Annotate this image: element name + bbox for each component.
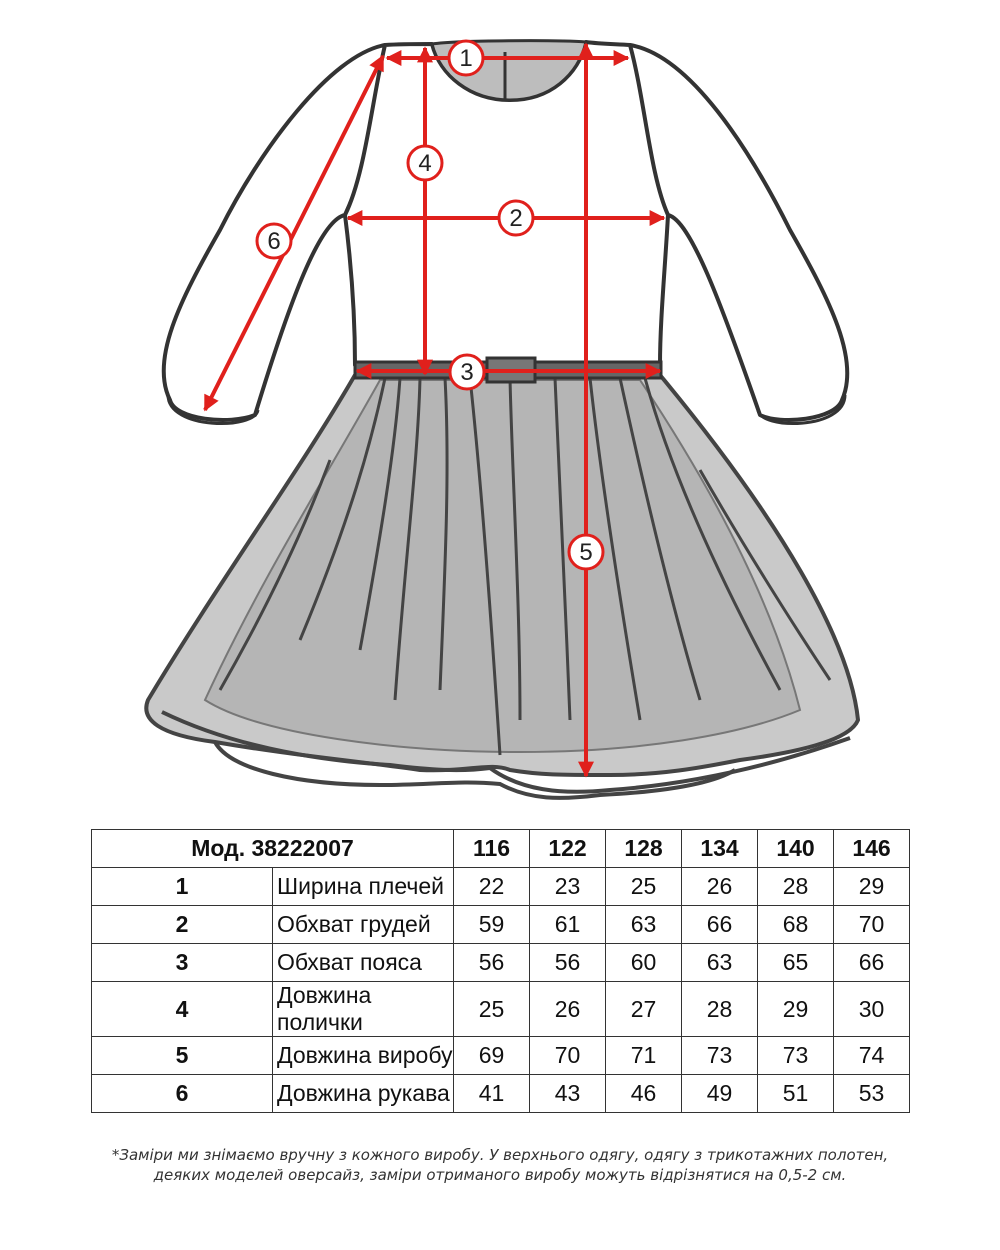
table-cell: 56 xyxy=(453,943,530,982)
row-number: 2 xyxy=(91,905,273,944)
table-cell: 51 xyxy=(757,1074,834,1113)
marker-4: 4 xyxy=(406,144,444,182)
size-header: 116 xyxy=(453,829,530,868)
table-cell: 53 xyxy=(833,1074,910,1113)
table-cell: 23 xyxy=(529,867,606,906)
table-row: 2 Обхват грудей 59 61 63 66 68 70 xyxy=(91,905,910,944)
table-cell: 28 xyxy=(757,867,834,906)
footnote-line-2: деяких моделей оверсайз, заміри отримано… xyxy=(153,1166,847,1184)
svg-text:6: 6 xyxy=(267,228,280,255)
row-label: Обхват пояса xyxy=(272,943,454,982)
right-cuff xyxy=(756,394,847,425)
row-number: 4 xyxy=(91,981,273,1037)
model-label: Мод. 38222007 xyxy=(91,829,454,868)
table-cell: 63 xyxy=(681,943,758,982)
table-cell: 25 xyxy=(605,867,682,906)
row-number: 1 xyxy=(91,867,273,906)
table-cell: 74 xyxy=(833,1036,910,1075)
table-cell: 71 xyxy=(605,1036,682,1075)
table-cell: 27 xyxy=(605,981,682,1037)
table-cell: 26 xyxy=(681,867,758,906)
table-cell: 66 xyxy=(833,943,910,982)
marker-3: 3 xyxy=(448,353,486,391)
footnote: *Заміри ми знімаємо вручну з кожного вир… xyxy=(40,1145,960,1185)
svg-text:1: 1 xyxy=(459,45,472,72)
table-cell: 63 xyxy=(605,905,682,944)
svg-text:5: 5 xyxy=(579,539,592,566)
table-cell: 29 xyxy=(757,981,834,1037)
marker-5: 5 xyxy=(567,533,605,571)
table-row: 1 Ширина плечей 22 23 25 26 28 29 xyxy=(91,867,910,906)
table-cell: 70 xyxy=(833,905,910,944)
table-header-row: Мод. 38222007 116 122 128 134 140 146 xyxy=(91,829,910,868)
size-header: 134 xyxy=(681,829,758,868)
table-cell: 73 xyxy=(681,1036,758,1075)
table-cell: 28 xyxy=(681,981,758,1037)
row-number: 5 xyxy=(91,1036,273,1075)
row-number: 6 xyxy=(91,1074,273,1113)
table-row: 5 Довжина виробу 69 70 71 73 73 74 xyxy=(91,1036,910,1075)
size-header: 140 xyxy=(757,829,834,868)
table-row: 6 Довжина рукава 41 43 46 49 51 53 xyxy=(91,1074,910,1113)
size-header: 128 xyxy=(605,829,682,868)
table-row: 3 Обхват пояса 56 56 60 63 65 66 xyxy=(91,943,910,982)
table-row: 4 Довжина полички 25 26 27 28 29 30 xyxy=(91,981,910,1037)
table-cell: 56 xyxy=(529,943,606,982)
table-cell: 59 xyxy=(453,905,530,944)
table-cell: 60 xyxy=(605,943,682,982)
table-cell: 43 xyxy=(529,1074,606,1113)
left-cuff xyxy=(166,394,260,425)
table-cell: 25 xyxy=(453,981,530,1037)
table-cell: 68 xyxy=(757,905,834,944)
size-table: Мод. 38222007 116 122 128 134 140 146 1 … xyxy=(91,829,910,1113)
table-cell: 61 xyxy=(529,905,606,944)
footnote-line-1: *Заміри ми знімаємо вручну з кожного вир… xyxy=(111,1146,889,1164)
size-header: 122 xyxy=(529,829,606,868)
table-cell: 70 xyxy=(529,1036,606,1075)
svg-text:2: 2 xyxy=(509,205,522,232)
svg-text:4: 4 xyxy=(418,150,431,177)
row-label: Ширина плечей xyxy=(272,867,454,906)
marker-1: 1 xyxy=(447,39,485,77)
table-cell: 29 xyxy=(833,867,910,906)
skirt-gathers xyxy=(218,377,832,756)
marker-2: 2 xyxy=(497,199,535,237)
table-cell: 65 xyxy=(757,943,834,982)
table-cell: 69 xyxy=(453,1036,530,1075)
table-cell: 73 xyxy=(757,1036,834,1075)
arrow-6-sleeve xyxy=(203,54,385,412)
row-label: Довжина виробу xyxy=(272,1036,454,1075)
skirt-bottom-hem xyxy=(213,740,737,800)
marker-6: 6 xyxy=(255,222,293,260)
table-cell: 41 xyxy=(453,1074,530,1113)
size-header: 146 xyxy=(833,829,910,868)
skirt-lining xyxy=(203,379,802,754)
row-number: 3 xyxy=(91,943,273,982)
svg-text:3: 3 xyxy=(460,359,473,386)
table-cell: 46 xyxy=(605,1074,682,1113)
row-label: Довжина рукава xyxy=(272,1074,454,1113)
table-cell: 30 xyxy=(833,981,910,1037)
dress-sketch: 1 2 3 4 5 6 xyxy=(144,39,860,800)
skirt-hem-layer xyxy=(161,710,851,794)
row-label: Довжина полички xyxy=(272,981,454,1037)
table-cell: 22 xyxy=(453,867,530,906)
measure-arrows xyxy=(203,42,666,778)
table-cell: 66 xyxy=(681,905,758,944)
row-label: Обхват грудей xyxy=(272,905,454,944)
table-cell: 49 xyxy=(681,1074,758,1113)
table-cell: 26 xyxy=(529,981,606,1037)
